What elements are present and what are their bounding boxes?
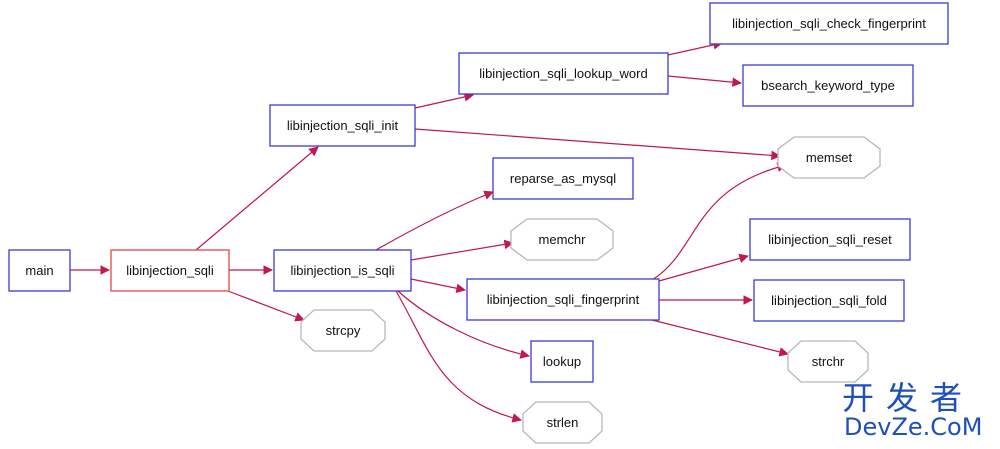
edge-libinjection_sqli_fingerprint-to-libinjection_sqli_reset <box>658 253 749 282</box>
node-libinjection_sqli_reset: libinjection_sqli_reset <box>749 218 911 261</box>
node-strcpy: strcpy <box>300 309 386 352</box>
node-shape-reparse_as_mysql <box>492 157 634 200</box>
node-shape-main <box>8 249 71 292</box>
node-label-libinjection_sqli_fingerprint: libinjection_sqli_fingerprint <box>487 292 640 307</box>
node-libinjection_is_sqli: libinjection_is_sqli <box>273 249 412 292</box>
node-shape-libinjection_is_sqli <box>273 249 412 292</box>
node-memset: memset <box>777 136 881 179</box>
node-label-strcpy: strcpy <box>326 323 361 338</box>
node-label-libinjection_sqli_fold: libinjection_sqli_fold <box>771 293 887 308</box>
edges-layer <box>70 40 789 423</box>
node-libinjection_sqli_check_fingerprint: libinjection_sqli_check_fingerprint <box>709 2 949 45</box>
node-shape-libinjection_sqli_init <box>269 104 416 147</box>
edge-libinjection_is_sqli-to-memchr <box>410 239 514 261</box>
node-lookup: lookup <box>530 340 594 383</box>
edge-libinjection_is_sqli-to-reparse_as_mysql <box>375 190 494 251</box>
watermark-chinese: 开发者 <box>842 379 975 417</box>
node-shape-memset <box>777 136 881 179</box>
nodes-layer: main libinjection_sqli libinjection_sqli_i… <box>8 2 949 444</box>
node-bsearch_keyword_type: bsearch_keyword_type <box>742 64 914 107</box>
node-reparse_as_mysql: reparse_as_mysql <box>492 157 634 200</box>
edge-libinjection_sqli-to-strcpy <box>227 290 305 322</box>
node-shape-libinjection_sqli <box>110 249 230 292</box>
node-label-libinjection_sqli_lookup_word: libinjection_sqli_lookup_word <box>479 66 647 81</box>
node-memchr: memchr <box>510 218 614 261</box>
node-shape-libinjection_sqli_lookup_word <box>458 52 669 95</box>
node-shape-libinjection_sqli_reset <box>749 218 911 261</box>
node-libinjection_sqli_fingerprint: libinjection_sqli_fingerprint <box>466 278 660 321</box>
node-shape-lookup <box>530 340 594 383</box>
node-shape-strcpy <box>300 309 386 352</box>
node-label-libinjection_sqli: libinjection_sqli <box>126 263 214 278</box>
node-label-strlen: strlen <box>547 415 579 430</box>
node-main: main <box>8 249 71 292</box>
node-shape-libinjection_sqli_check_fingerprint <box>709 2 949 45</box>
edge-libinjection_sqli_fingerprint-to-memset <box>651 162 787 281</box>
node-libinjection_sqli_lookup_word: libinjection_sqli_lookup_word <box>458 52 669 95</box>
node-label-reparse_as_mysql: reparse_as_mysql <box>510 171 616 186</box>
node-shape-strlen <box>522 401 603 444</box>
edge-libinjection_sqli_lookup_word-to-bsearch_keyword_type <box>667 75 742 87</box>
node-label-libinjection_sqli_check_fingerprint: libinjection_sqli_check_fingerprint <box>732 16 926 31</box>
node-libinjection_sqli: libinjection_sqli <box>110 249 230 292</box>
node-strchr: strchr <box>787 340 869 383</box>
watermark-site: DevZe.CoM <box>844 413 983 441</box>
edge-libinjection_sqli_fingerprint-to-strchr <box>651 319 789 357</box>
edge-libinjection_sqli_lookup_word-to-libinjection_sqli_check_fingerprint <box>667 40 723 56</box>
edge-libinjection_is_sqli-to-lookup <box>397 290 530 359</box>
node-libinjection_sqli_fold: libinjection_sqli_fold <box>753 279 905 322</box>
node-label-memchr: memchr <box>539 232 587 247</box>
node-shape-strchr <box>787 340 869 383</box>
node-shape-bsearch_keyword_type <box>742 64 914 107</box>
node-shape-libinjection_sqli_fingerprint <box>466 278 660 321</box>
node-label-strchr: strchr <box>812 354 845 369</box>
edge-libinjection_sqli-to-libinjection_sqli_init <box>195 146 319 251</box>
node-label-libinjection_sqli_init: libinjection_sqli_init <box>287 118 399 133</box>
node-strlen: strlen <box>522 401 603 444</box>
node-label-main: main <box>25 263 53 278</box>
edge-libinjection_sqli_init-to-libinjection_sqli_lookup_word <box>414 92 474 109</box>
edge-libinjection_is_sqli-to-libinjection_sqli_fingerprint <box>410 278 466 293</box>
edge-libinjection_is_sqli-to-strlen <box>395 290 522 423</box>
edge-libinjection_sqli_init-to-memset <box>414 128 781 161</box>
node-shape-libinjection_sqli_fold <box>753 279 905 322</box>
node-label-memset: memset <box>806 150 853 165</box>
node-label-lookup: lookup <box>543 354 581 369</box>
node-shape-memchr <box>510 218 614 261</box>
node-label-libinjection_is_sqli: libinjection_is_sqli <box>290 263 394 278</box>
node-label-libinjection_sqli_reset: libinjection_sqli_reset <box>768 232 892 247</box>
node-libinjection_sqli_init: libinjection_sqli_init <box>269 104 416 147</box>
node-label-bsearch_keyword_type: bsearch_keyword_type <box>761 78 895 93</box>
